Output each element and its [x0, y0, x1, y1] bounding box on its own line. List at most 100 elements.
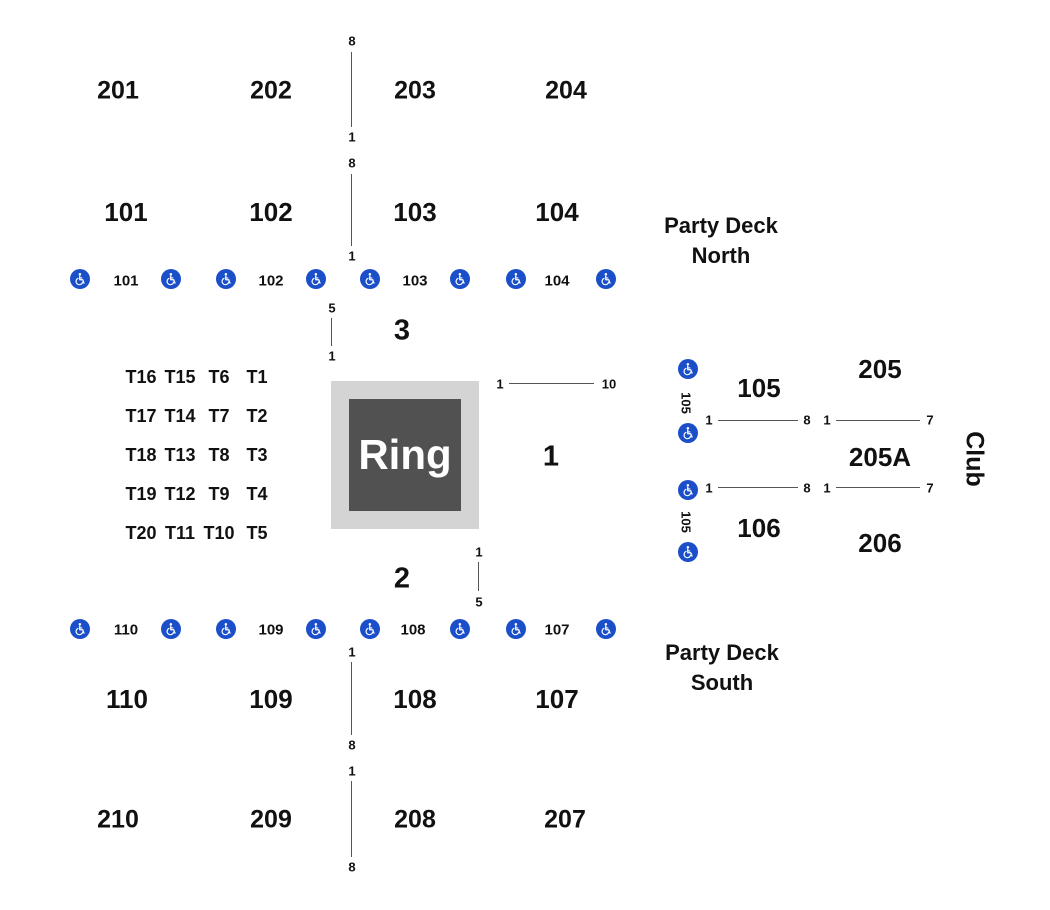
- table-t2[interactable]: T2: [246, 406, 268, 426]
- table-t17[interactable]: T17: [125, 406, 157, 426]
- section-209[interactable]: 209: [250, 805, 292, 834]
- section-107[interactable]: 107: [535, 684, 579, 714]
- floor-section-3[interactable]: 3: [393, 314, 411, 347]
- section-210[interactable]: 210: [97, 805, 139, 834]
- row-line-upper-north: [351, 52, 352, 127]
- aisle-label-109: 109: [258, 621, 284, 639]
- floor-section-2[interactable]: 2: [393, 562, 411, 595]
- aisle-label-108: 108: [400, 621, 426, 639]
- table-t20[interactable]: T20: [125, 523, 157, 543]
- aisle-label-105-lower: 105: [678, 511, 694, 533]
- row-line-floor-south: [478, 562, 479, 591]
- section-201[interactable]: 201: [97, 76, 139, 105]
- ring[interactable]: Ring: [349, 399, 461, 511]
- row-marker-lower-south-top: 1: [348, 644, 356, 660]
- table-t4[interactable]: T4: [246, 484, 268, 504]
- aisle-label-101: 101: [113, 272, 139, 290]
- table-t13[interactable]: T13: [164, 445, 196, 465]
- row-line-upper-south: [351, 781, 352, 857]
- wheelchair-icon[interactable]: [678, 480, 698, 500]
- wheelchair-icon[interactable]: [306, 269, 326, 289]
- club-section[interactable]: Club: [960, 431, 989, 487]
- section-208[interactable]: 208: [394, 805, 436, 834]
- table-t14[interactable]: T14: [164, 406, 196, 426]
- wheelchair-icon[interactable]: [678, 423, 698, 443]
- wheelchair-icon[interactable]: [306, 619, 326, 639]
- row-marker-106-end: 8: [803, 480, 811, 496]
- row-line-lower-north: [351, 174, 352, 246]
- section-203[interactable]: 203: [394, 76, 436, 105]
- wheelchair-icon[interactable]: [161, 269, 181, 289]
- section-103[interactable]: 103: [393, 197, 437, 227]
- row-marker-upper-south-bottom: 8: [348, 859, 356, 875]
- aisle-label-110: 110: [113, 621, 139, 639]
- wheelchair-icon[interactable]: [360, 269, 380, 289]
- wheelchair-icon[interactable]: [216, 269, 236, 289]
- wheelchair-icon[interactable]: [678, 359, 698, 379]
- row-line-lower-south: [351, 662, 352, 735]
- row-line-floor-north: [331, 318, 332, 346]
- row-line-205: [836, 420, 920, 421]
- row-marker-upper-north-top: 8: [348, 33, 356, 49]
- section-204[interactable]: 204: [545, 76, 587, 105]
- section-101[interactable]: 101: [104, 197, 148, 227]
- section-102[interactable]: 102: [249, 197, 293, 227]
- table-t9[interactable]: T9: [208, 484, 230, 504]
- table-t19[interactable]: T19: [125, 484, 157, 504]
- section-110[interactable]: 110: [106, 684, 148, 714]
- row-marker-lower-south-bottom: 8: [348, 737, 356, 753]
- wheelchair-icon[interactable]: [506, 619, 526, 639]
- wheelchair-icon[interactable]: [678, 542, 698, 562]
- row-marker-206-start: 1: [823, 480, 831, 496]
- aisle-label-105-upper: 105: [678, 392, 694, 414]
- table-t12[interactable]: T12: [164, 484, 196, 504]
- table-t18[interactable]: T18: [125, 445, 157, 465]
- table-t7[interactable]: T7: [208, 406, 230, 426]
- wheelchair-icon[interactable]: [596, 619, 616, 639]
- wheelchair-icon[interactable]: [450, 619, 470, 639]
- row-marker-lower-north-top: 8: [348, 155, 356, 171]
- wheelchair-icon[interactable]: [450, 269, 470, 289]
- section-206[interactable]: 206: [858, 528, 902, 558]
- wheelchair-icon[interactable]: [70, 269, 90, 289]
- table-t16[interactable]: T16: [125, 367, 157, 387]
- wheelchair-icon[interactable]: [216, 619, 236, 639]
- section-205[interactable]: 205: [858, 354, 902, 384]
- table-t11[interactable]: T11: [164, 523, 196, 543]
- section-109[interactable]: 109: [249, 684, 293, 714]
- section-207[interactable]: 207: [544, 805, 586, 834]
- floor-section-1[interactable]: 1: [542, 440, 560, 473]
- row-marker-floor-south-top: 1: [475, 544, 483, 560]
- table-t6[interactable]: T6: [208, 367, 230, 387]
- section-106[interactable]: 106: [737, 513, 781, 543]
- row-marker-floor-north-bottom: 1: [328, 348, 336, 364]
- row-marker-floor-east-end: 10: [601, 376, 617, 392]
- table-t3[interactable]: T3: [246, 445, 268, 465]
- section-108[interactable]: 108: [393, 684, 437, 714]
- row-line-floor-east: [509, 383, 594, 384]
- wheelchair-icon[interactable]: [506, 269, 526, 289]
- row-marker-106-start: 1: [705, 480, 713, 496]
- row-marker-105-start: 1: [705, 412, 713, 428]
- aisle-label-104: 104: [544, 272, 570, 290]
- section-205a[interactable]: 205A: [848, 442, 912, 472]
- ring-label: Ring: [358, 431, 452, 478]
- section-202[interactable]: 202: [250, 76, 292, 105]
- wheelchair-icon[interactable]: [596, 269, 616, 289]
- row-line-106: [718, 487, 798, 488]
- wheelchair-icon[interactable]: [360, 619, 380, 639]
- aisle-label-107: 107: [544, 621, 570, 639]
- table-t8[interactable]: T8: [208, 445, 230, 465]
- row-marker-205-start: 1: [823, 412, 831, 428]
- row-marker-upper-north-bottom: 1: [348, 129, 356, 145]
- wheelchair-icon[interactable]: [161, 619, 181, 639]
- section-105[interactable]: 105: [737, 373, 781, 403]
- wheelchair-icon[interactable]: [70, 619, 90, 639]
- table-t10[interactable]: T10: [203, 523, 235, 543]
- table-t5[interactable]: T5: [246, 523, 268, 543]
- table-t15[interactable]: T15: [164, 367, 196, 387]
- table-t1[interactable]: T1: [246, 367, 268, 387]
- section-104[interactable]: 104: [535, 197, 579, 227]
